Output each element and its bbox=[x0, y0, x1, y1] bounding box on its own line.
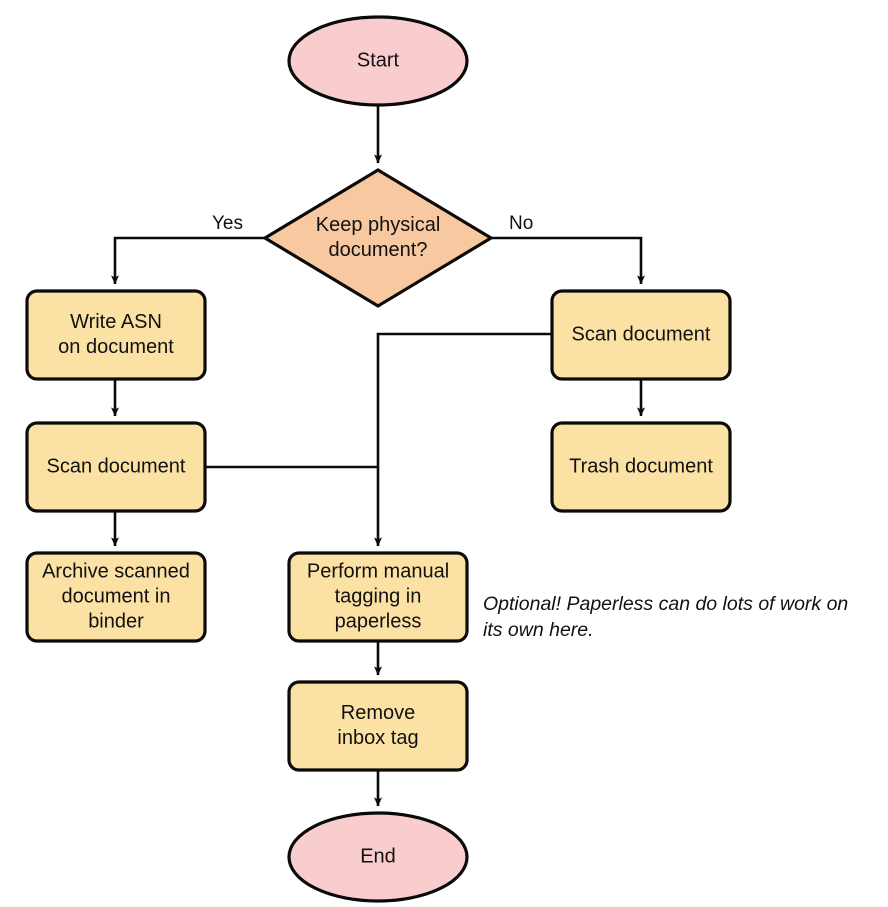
node-end[interactable]: End bbox=[287, 811, 469, 903]
edge-decision-no-to-scan-right: No bbox=[491, 213, 645, 285]
node-start[interactable]: Start bbox=[287, 15, 469, 107]
process-shape bbox=[25, 551, 207, 643]
edge-label-yes: Yes bbox=[212, 213, 243, 234]
edge-decision-yes-to-write-asn: Yes bbox=[111, 213, 265, 285]
node-scan-document-left[interactable]: Scan document bbox=[25, 421, 207, 513]
node-label-line: inbox tag bbox=[337, 727, 418, 749]
node-label-line: Scan document bbox=[572, 323, 711, 345]
process-shape bbox=[550, 289, 732, 381]
node-label-line: paperless bbox=[335, 610, 422, 632]
annotation-optional-note: Optional! Paperless can do lots of work … bbox=[483, 593, 848, 641]
node-label-line: tagging in bbox=[335, 585, 422, 607]
node-label-line: Start bbox=[357, 49, 400, 71]
node-label-line: Write ASN bbox=[70, 311, 162, 333]
node-label-line: Remove bbox=[341, 702, 415, 724]
node-label-line: document in bbox=[62, 585, 171, 607]
node-remove-inbox-tag[interactable]: Remove inbox tag bbox=[287, 680, 469, 772]
node-trash-document[interactable]: Trash document bbox=[550, 421, 732, 513]
process-shape bbox=[287, 680, 469, 772]
process-shape bbox=[25, 421, 207, 513]
node-scan-document-right[interactable]: Scan document bbox=[550, 289, 732, 381]
node-write-asn-on-document[interactable]: Write ASN on document bbox=[25, 289, 207, 381]
edge-path bbox=[374, 332, 552, 547]
node-label-line: binder bbox=[88, 610, 144, 632]
process-shape bbox=[25, 289, 207, 381]
annotation-line: its own here. bbox=[483, 619, 594, 641]
process-shape bbox=[550, 421, 732, 513]
node-label-line: Archive scanned bbox=[42, 560, 190, 582]
node-label-line: document? bbox=[329, 239, 428, 261]
node-label-line: Trash document bbox=[569, 455, 713, 477]
node-label-line: End bbox=[360, 845, 396, 867]
annotations-layer: Optional! Paperless can do lots of work … bbox=[483, 593, 848, 641]
annotation-line: Optional! Paperless can do lots of work … bbox=[483, 593, 848, 615]
node-perform-manual-tagging-in-paperless[interactable]: Perform manual tagging in paperless bbox=[287, 551, 469, 643]
edge-scan-right-to-tagging bbox=[374, 332, 552, 547]
terminator-shape bbox=[287, 15, 469, 107]
node-label-line: Keep physical bbox=[316, 214, 441, 236]
edge-path bbox=[111, 236, 265, 285]
node-label-line: on document bbox=[58, 336, 174, 358]
terminator-shape bbox=[287, 811, 469, 903]
process-shape bbox=[287, 551, 469, 643]
edge-path bbox=[491, 236, 645, 285]
edge-label-no: No bbox=[509, 213, 533, 234]
node-label-line: Perform manual bbox=[307, 560, 449, 582]
edges-layer: Yes No bbox=[111, 105, 645, 807]
decision-shape bbox=[261, 168, 495, 308]
node-label-line: Scan document bbox=[47, 455, 186, 477]
node-archive-scanned-document-in-binder[interactable]: Archive scanned document in binder bbox=[25, 551, 207, 643]
node-keep-physical-document[interactable]: Keep physical document? bbox=[261, 168, 495, 308]
